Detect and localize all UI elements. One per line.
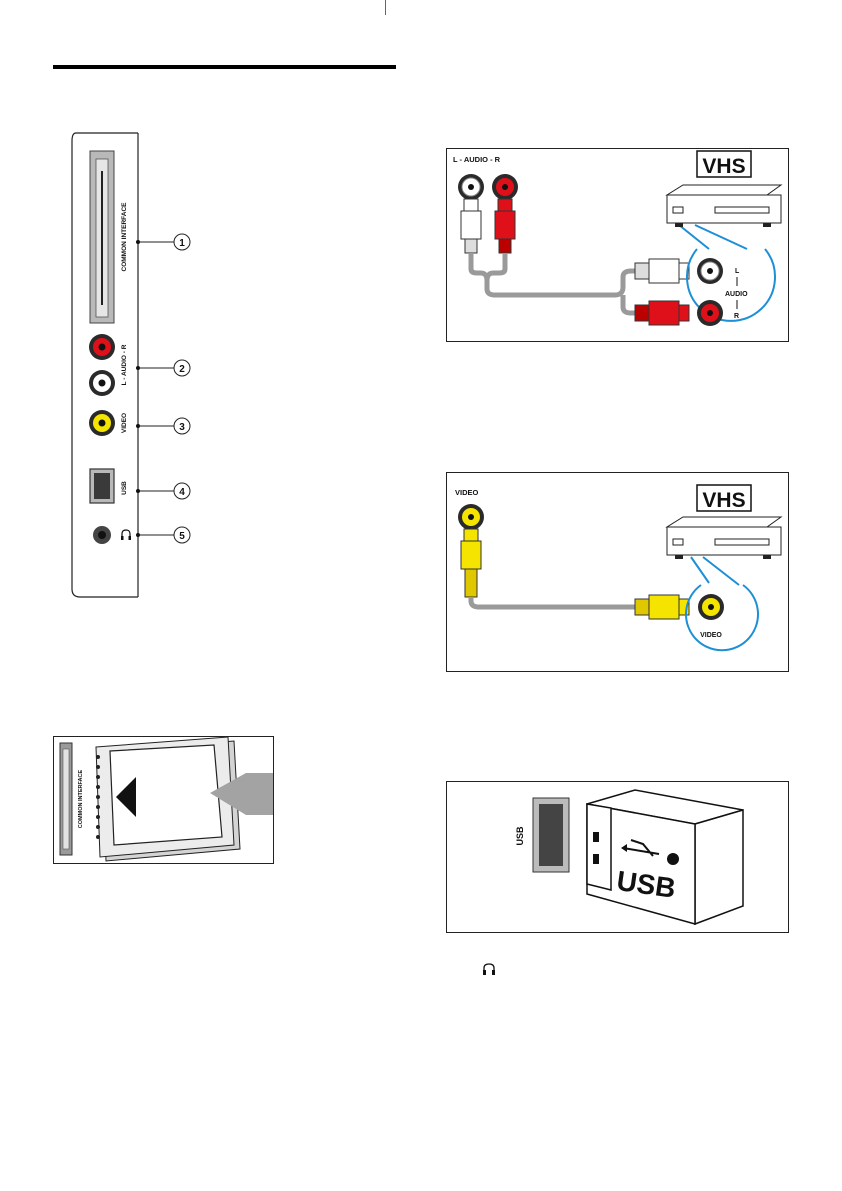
callout-5 <box>173 526 191 544</box>
headphone-icon <box>121 529 131 540</box>
headphone-icon <box>483 963 495 975</box>
headphone-jack <box>93 526 111 544</box>
usb-connection-diagram: USB USB <box>446 781 789 933</box>
video-device-label: VIDEO <box>700 632 722 639</box>
audio-top-label: L - AUDIO - R <box>453 155 501 164</box>
vcr-device <box>665 184 783 227</box>
section-rule <box>53 65 396 69</box>
ci-slot-label: COMMON INTERFACE <box>121 202 128 272</box>
callout-4 <box>173 482 191 500</box>
usb-label: USB <box>121 481 128 495</box>
audio-device-audio: AUDIO <box>725 291 748 298</box>
audio-r-jack <box>89 334 115 360</box>
callout-3 <box>173 417 191 435</box>
video-label: VIDEO <box>121 413 128 433</box>
callout-1-number: 1 <box>179 238 185 249</box>
callout-1 <box>173 233 191 251</box>
callout-2 <box>173 359 191 377</box>
column-marker <box>385 0 386 15</box>
video-connection-diagram: VIDEO VIDEO VHS <box>446 472 789 672</box>
insert-direction-arrow <box>116 777 136 817</box>
audio-label: L - AUDIO - R <box>121 344 128 385</box>
usb-port <box>89 468 115 504</box>
audio-l-jack <box>89 370 115 396</box>
audio-device-r: R <box>734 313 739 320</box>
audio-connection-diagram: L - AUDIO - R L AUDIO R <box>446 148 789 342</box>
vcr-device <box>665 516 783 559</box>
callout-5-number: 5 <box>179 531 185 542</box>
callout-4-number: 4 <box>179 487 185 498</box>
ci-insert-diagram: COMMON INTERFACE <box>53 736 274 864</box>
push-arrow <box>210 773 273 815</box>
video-top-label: VIDEO <box>455 488 479 497</box>
vhs-logo: VHS <box>702 489 745 512</box>
vhs-logo: VHS <box>702 155 745 178</box>
side-connectors-diagram: COMMON INTERFACE L - AUDIO - R VIDEO USB <box>71 132 191 598</box>
usb-port-label: USB <box>515 826 525 846</box>
callout-2-number: 2 <box>179 364 185 375</box>
callout-3-number: 3 <box>179 422 185 433</box>
video-jack <box>89 410 115 436</box>
ci-insert-slot-label: COMMON INTERFACE <box>78 769 84 828</box>
audio-device-l: L <box>735 268 740 275</box>
usb-stick: USB <box>586 789 744 926</box>
